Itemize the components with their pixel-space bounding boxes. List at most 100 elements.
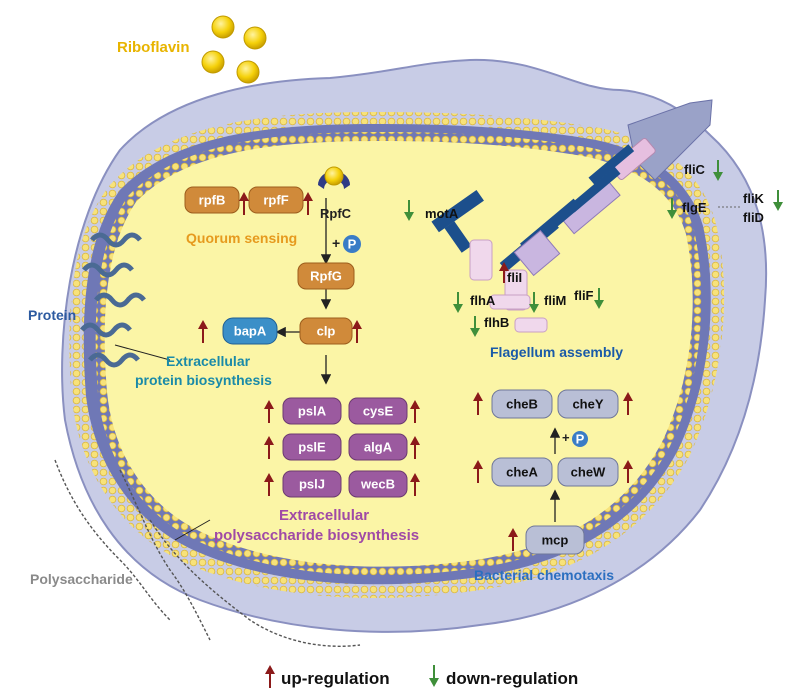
- eps-gene-grid: pslA cysE pslE algA pslJ wecB: [282, 397, 408, 498]
- up-arrow-cheB: [473, 392, 483, 415]
- eps-node: [282, 397, 342, 425]
- down-arrow-motA: [404, 200, 414, 221]
- phosphate-circle: [343, 235, 361, 253]
- down-arrow-flhB: [470, 316, 480, 337]
- down-arrow-fliC: [713, 160, 723, 181]
- protein-coils: [80, 232, 146, 368]
- eps-node: [348, 397, 408, 425]
- chemotaxis-phosphate-label: P: [576, 432, 585, 447]
- fliC-label: fliC: [684, 162, 706, 177]
- phosphate-label: P: [348, 237, 357, 252]
- quorum-sensing-label: Quorum sensing: [186, 230, 297, 246]
- polysaccharide-label: Polysaccharide: [30, 571, 133, 587]
- fliK-label: fliK: [743, 191, 765, 206]
- riboflavin-ball: [201, 50, 225, 74]
- eps-node: [348, 433, 408, 461]
- eps-gene-label: wecB: [360, 477, 395, 492]
- bacterial-chemotaxis-label: Bacterial chemotaxis: [474, 567, 614, 583]
- fliM-label: fliM: [544, 293, 566, 308]
- legend-up-label: up-regulation: [281, 669, 390, 688]
- legend-up-arrow: [265, 665, 275, 688]
- up-arrow-bapA: [198, 320, 208, 343]
- mcp-label: mcp: [542, 533, 569, 548]
- motor-part: [514, 317, 548, 333]
- rpfG-node: [297, 262, 355, 290]
- legend-down-arrow: [429, 665, 439, 687]
- up-arrow-pslJ: [264, 473, 274, 496]
- rpfB-label: rpfB: [199, 193, 226, 208]
- up-arrow-cysE: [410, 400, 420, 423]
- rpfC-label: RpfC: [320, 206, 352, 221]
- up-arrow-algA: [410, 436, 420, 459]
- protein-pointer: [114, 344, 171, 361]
- rpfF-node: [248, 186, 304, 214]
- plus-sign: +: [332, 235, 340, 251]
- motor-part: [489, 294, 531, 310]
- riboflavin-molecules: [201, 15, 267, 84]
- eps-gene-label: cysE: [363, 404, 394, 419]
- bapA-label: bapA: [234, 324, 267, 339]
- up-arrow-rpfB: [239, 192, 249, 215]
- up-arrow-rpfF: [303, 192, 313, 215]
- rpfF-label: rpfF: [263, 193, 288, 208]
- fliI-label: fliI: [507, 270, 522, 285]
- motA-label: motA: [425, 206, 459, 221]
- riboflavin-ball: [243, 26, 267, 50]
- rpfB-node: [184, 186, 240, 214]
- cheA-label: cheA: [506, 465, 538, 480]
- bapA-node: [222, 317, 278, 345]
- eps-gene-label: pslJ: [299, 477, 325, 492]
- down-regulation-arrows: [404, 160, 783, 337]
- flagellum-p-ring: [568, 166, 621, 213]
- up-arrow-mcp: [508, 528, 518, 551]
- eps-node: [282, 433, 342, 461]
- extracellular-protein-label-2: protein biosynthesis: [135, 372, 272, 388]
- chemotaxis-module: cheB cheY + P cheA cheW mcp: [491, 389, 619, 555]
- rpfC-ligand: [324, 166, 344, 186]
- cheY-label: cheY: [572, 397, 603, 412]
- cheB-label: cheB: [506, 397, 538, 412]
- extracellular-protein-label-1: Extracellular: [166, 353, 251, 369]
- cheY-node: [557, 389, 619, 419]
- fliF-label: fliF: [574, 288, 594, 303]
- legend-down-label: down-regulation: [446, 669, 578, 688]
- down-arrow-fliF: [594, 288, 604, 309]
- extracellular-polysaccharide-label-2: polysaccharide biosynthesis: [214, 527, 419, 544]
- mota-stator-leg: [444, 221, 472, 253]
- up-arrow-fliI: [499, 262, 509, 283]
- mota-stator-top: [431, 190, 484, 233]
- down-arrow-fliM: [529, 292, 539, 313]
- legend: up-regulation down-regulation: [265, 665, 578, 688]
- rpfG-label: RpfG: [310, 269, 342, 284]
- quorum-sensing-module: rpfB rpfF RpfC Quorum sensing + P RpfG c…: [184, 166, 361, 345]
- up-regulation-arrows: [198, 192, 633, 551]
- eps-gene-label: pslA: [298, 404, 327, 419]
- up-arrow-cheY: [623, 392, 633, 415]
- mcp-node: [525, 525, 585, 555]
- polysaccharide-pointer: [174, 519, 211, 541]
- flagellum-assembly-label: Flagellum assembly: [490, 344, 623, 360]
- up-arrow-wecB: [410, 473, 420, 496]
- flagellum-export: [513, 229, 561, 277]
- up-arrow-cheW: [623, 460, 633, 483]
- up-arrow-pslA: [264, 400, 274, 423]
- flhA-label: flhA: [470, 293, 496, 308]
- eps-gene-label: pslE: [298, 440, 326, 455]
- flgE-label: flgE: [682, 200, 707, 215]
- down-arrow-flgE: [667, 198, 677, 219]
- chemotaxis-plus: +: [562, 430, 570, 445]
- eps-node: [348, 470, 408, 498]
- flhB-label: flhB: [484, 315, 509, 330]
- down-arrow-flhA: [453, 292, 463, 313]
- riboflavin-ball: [236, 60, 260, 84]
- cheW-label: cheW: [571, 465, 606, 480]
- riboflavin-ball: [211, 15, 235, 39]
- up-arrow-pslE: [264, 436, 274, 459]
- chemotaxis-phosphate: [572, 431, 588, 447]
- eps-gene-label: algA: [364, 440, 393, 455]
- down-arrow-fliK: [773, 190, 783, 211]
- motor-part: [469, 239, 493, 281]
- clp-label: clp: [317, 324, 336, 339]
